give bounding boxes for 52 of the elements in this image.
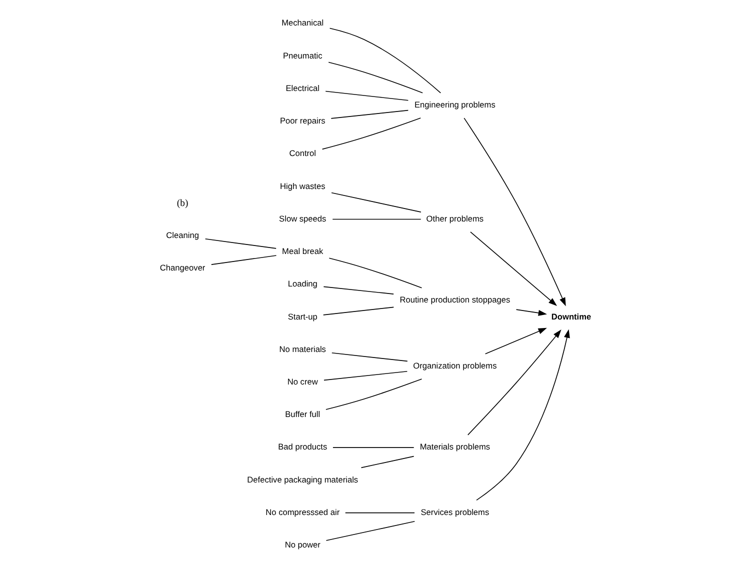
- connector: [328, 62, 423, 94]
- node-text: Mechanical: [282, 18, 324, 28]
- node-text: Control: [289, 148, 316, 158]
- node-text: No materials: [279, 344, 326, 354]
- label: (b): [176, 198, 188, 209]
- connector: [331, 192, 422, 212]
- connector: [328, 258, 422, 288]
- node-text: No power: [284, 540, 320, 550]
- node-text: No compresssed air: [266, 506, 340, 517]
- node-text: Organization problems: [413, 360, 497, 371]
- node-text: Changeover: [160, 262, 206, 273]
- arrow: [470, 232, 558, 306]
- arrow: [516, 309, 547, 316]
- node-text: Downtime: [551, 311, 592, 322]
- arrow: [464, 118, 566, 306]
- connector: [210, 255, 277, 265]
- node-text: Cleaning: [166, 230, 199, 240]
- connector: [326, 378, 422, 410]
- node-text: Bad products: [278, 442, 328, 452]
- node-text: Services problems: [420, 506, 490, 517]
- connector: [322, 118, 422, 150]
- connector: [332, 447, 414, 448]
- connector: [344, 512, 415, 514]
- node-text: Defective packaging materials: [247, 474, 358, 484]
- node-text: High wastes: [280, 180, 326, 191]
- connector: [331, 352, 408, 362]
- connector: [322, 306, 394, 316]
- node-text: Routine production stoppages: [400, 294, 510, 305]
- node-text: Other problems: [426, 213, 484, 224]
- node-text: Buffer full: [285, 409, 320, 420]
- arrow: [476, 329, 570, 501]
- connector: [360, 456, 414, 468]
- node-text: Slow speeds: [279, 213, 326, 224]
- connector: [326, 520, 416, 541]
- node-text: Meal break: [282, 246, 324, 256]
- node-text: Materials problems: [420, 442, 490, 452]
- arrow: [467, 330, 562, 436]
- node-text: Engineering problems: [414, 100, 496, 110]
- connector: [330, 110, 409, 119]
- node-text: Poor repairs: [280, 116, 326, 126]
- connector: [204, 238, 276, 249]
- node-text: No crew: [287, 376, 318, 386]
- node-text: Loading: [288, 278, 318, 289]
- node-text: Electrical: [286, 82, 320, 93]
- connector: [323, 286, 394, 294]
- connector: [332, 218, 422, 220]
- connector: [325, 90, 409, 101]
- arrow: [484, 328, 547, 354]
- node-text: Pneumatic: [282, 50, 322, 60]
- connector: [329, 28, 442, 94]
- node-text: Start-up: [288, 311, 318, 322]
- connector: [324, 370, 408, 381]
